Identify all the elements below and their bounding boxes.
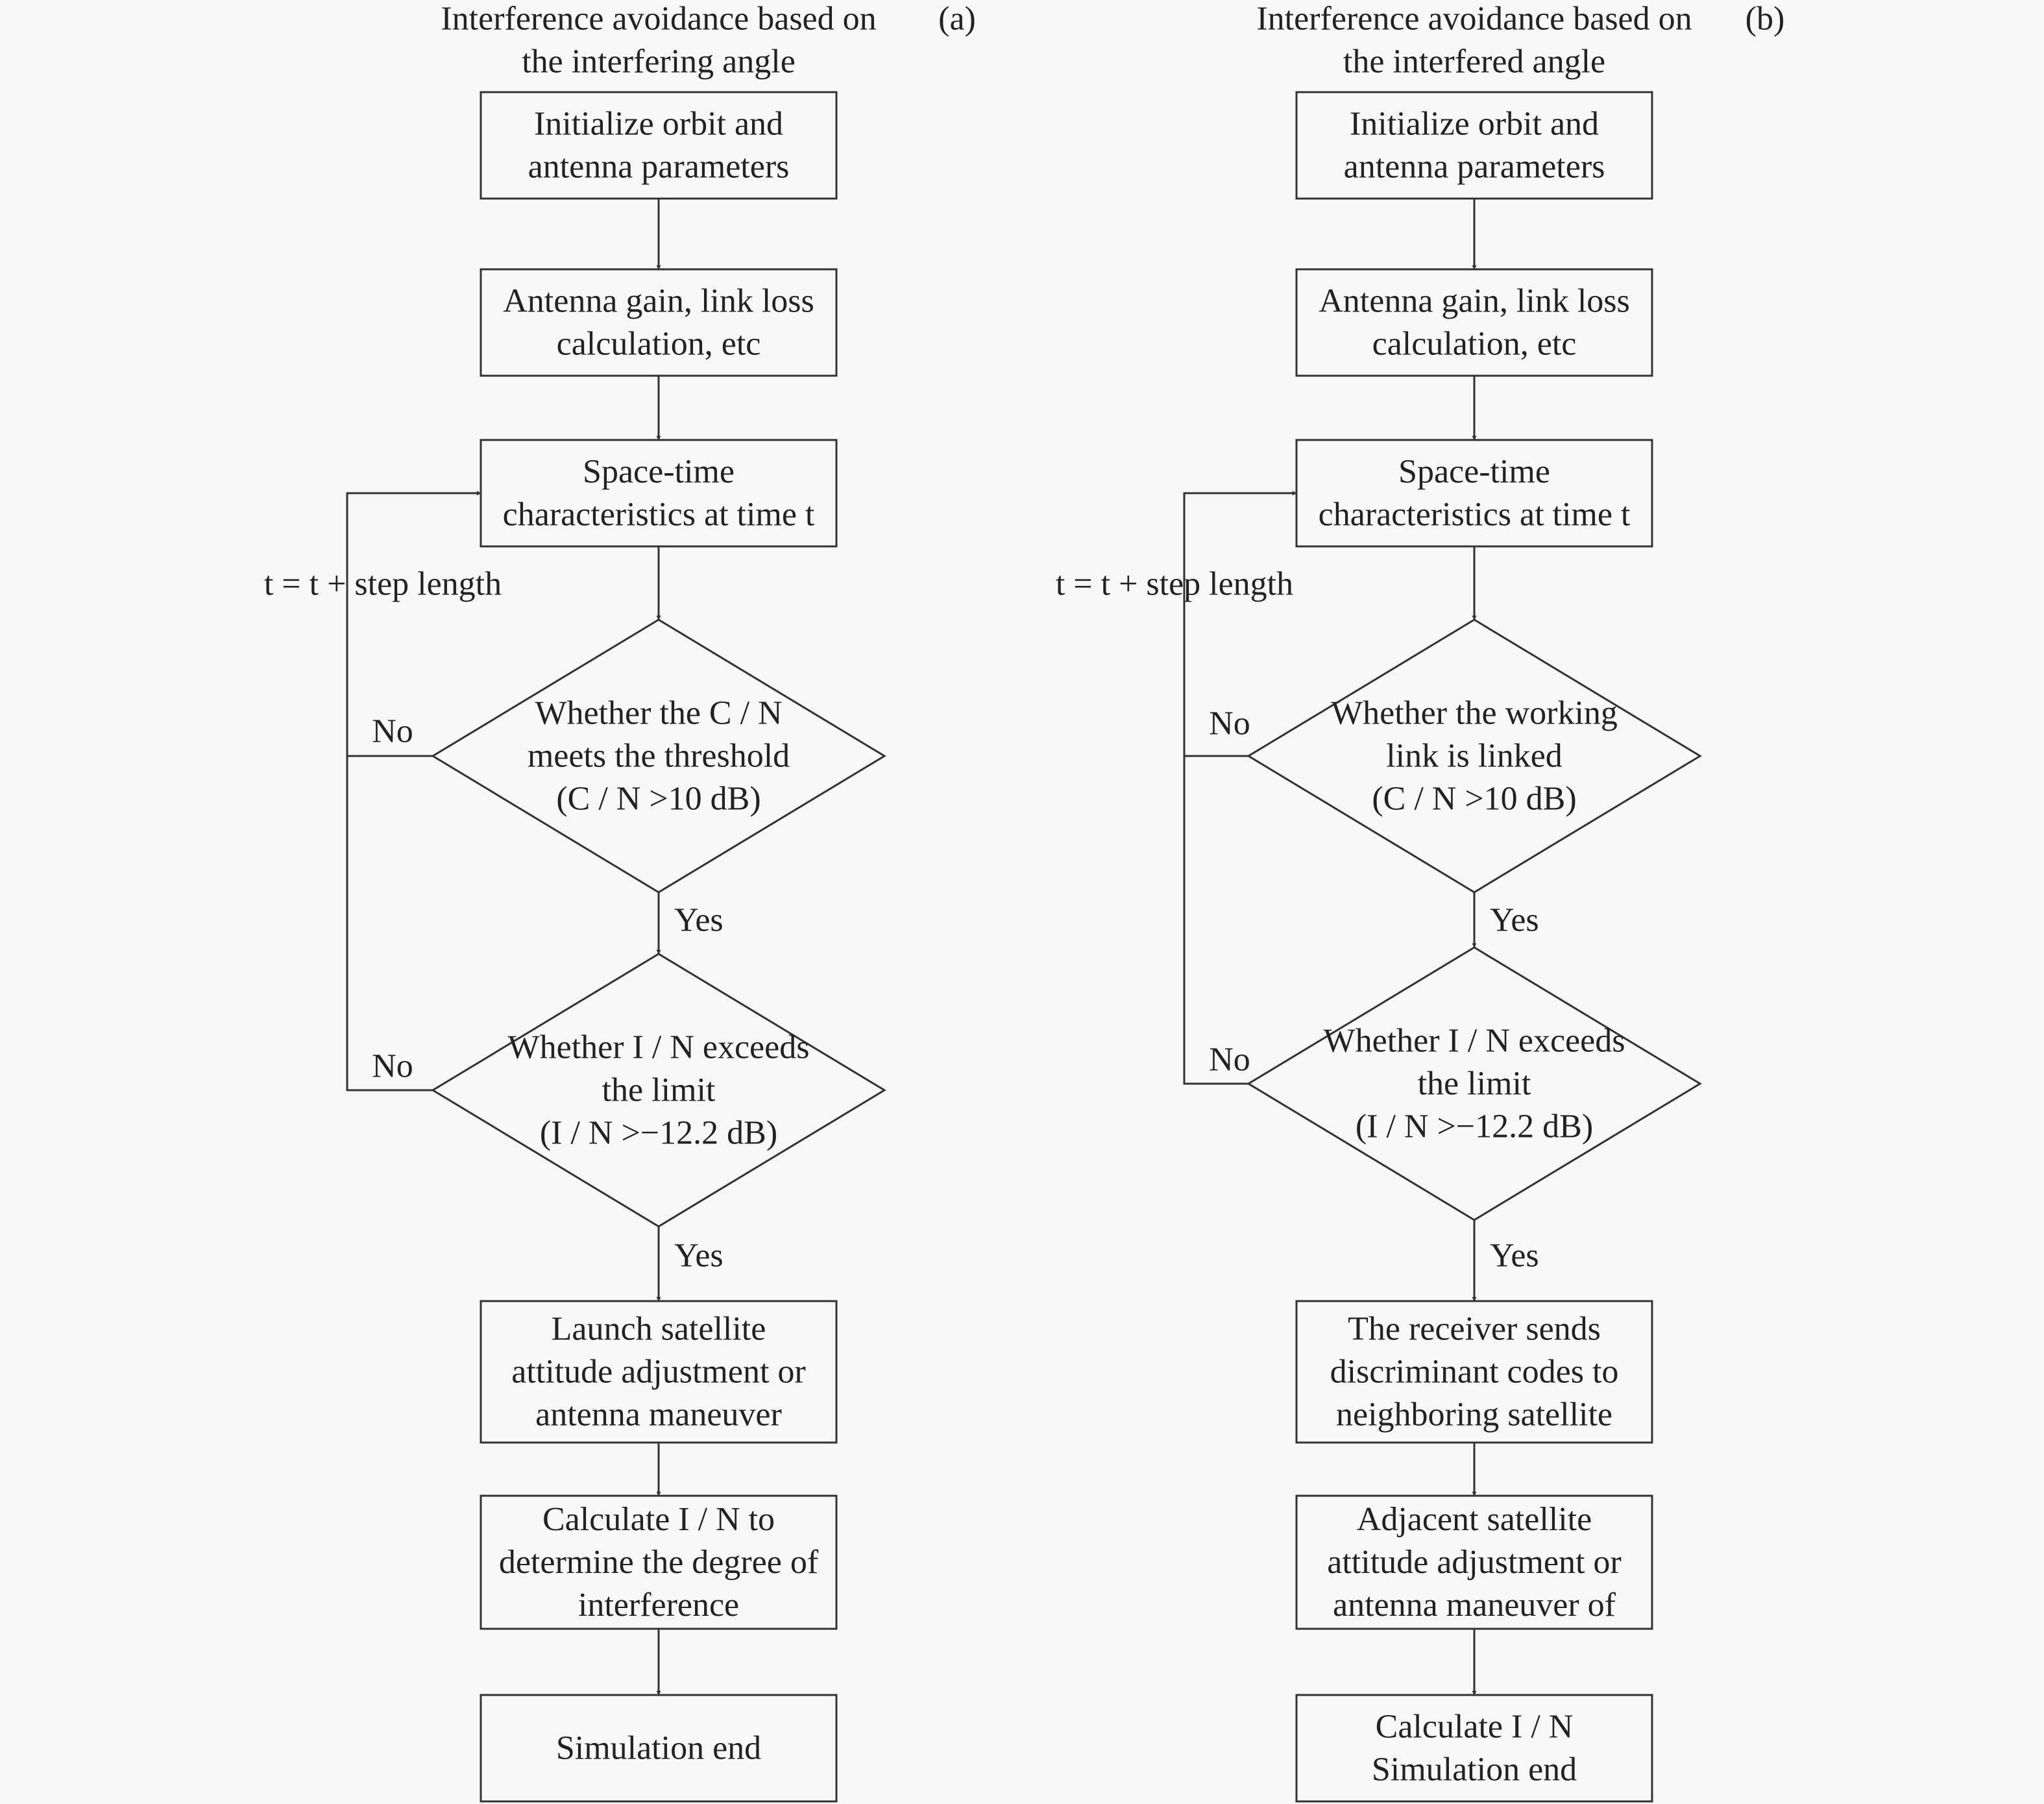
panel-b-calc-box: Antenna gain, link loss calculation, etc: [1295, 268, 1653, 377]
panel-b-calc-box-line: Antenna gain, link loss: [1319, 283, 1630, 320]
panel-a-init-box-line: antenna parameters: [528, 149, 790, 186]
panel-b-end-box-line: Calculate I / N: [1376, 1709, 1574, 1746]
panel-a-init-box: Initialize orbit and antenna parameters: [480, 91, 838, 200]
panel-b-title-line: the interfered angle: [1343, 43, 1605, 80]
panel-b-loop-label: t = t + step length: [1056, 566, 1293, 603]
panel-a-init-box-shape: [480, 91, 838, 200]
panel-a-yes-label-1: Yes: [674, 902, 724, 939]
panel-b-space-time-box: Space-time characteristics at time t: [1295, 439, 1653, 548]
panel-b-title-line: Interference avoidance based on: [1256, 1, 1692, 38]
panel-a-calc-box: Antenna gain, link loss calculation, etc: [480, 268, 838, 377]
panel-b-decision-cn-line: link is linked: [1386, 738, 1563, 775]
panel-a-end-box: Simulation end: [480, 1694, 838, 1803]
panel-b-init-box-line: Initialize orbit and: [1350, 106, 1599, 143]
panel-a-init-box-line: Initialize orbit and: [534, 106, 783, 143]
panel-a-decision-in-line: the limit: [602, 1072, 716, 1109]
panel-b-yes-label-1: Yes: [1490, 902, 1539, 939]
panel-b-no-label-1: No: [1209, 705, 1250, 742]
panel-b-tag: (b): [1746, 1, 1785, 38]
panel-a-space-time-box-line: characteristics at time t: [503, 496, 815, 533]
panel-b-evaluate-box-line: attitude adjustment or: [1327, 1544, 1621, 1581]
panel-b-evaluate-box: Adjacent satellite attitude adjustment or…: [1295, 1494, 1653, 1630]
panel-a-no-label-1: No: [372, 713, 413, 750]
panel-b-action-box-line: The receiver sends: [1348, 1311, 1601, 1348]
panel-b-init-box: Initialize orbit and antenna parameters: [1295, 91, 1653, 200]
panel-b-action-box-line: neighboring satellite: [1336, 1396, 1612, 1433]
panel-b-end-box: Calculate I / N Simulation end: [1295, 1694, 1653, 1803]
panel-a-calc-box-line: Antenna gain, link loss: [503, 283, 814, 320]
panel-b-action-box: The receiver sends discriminant codes to n…: [1295, 1300, 1653, 1444]
panel-b-decision-cn: Whether the working link is linked (C / N …: [1247, 618, 1702, 894]
panel-b-space-time-box-line: characteristics at time t: [1319, 496, 1631, 533]
panel-a-decision-in-line: Whether I / N exceeds: [508, 1029, 810, 1066]
panel-b-evaluate-box-line: Adjacent satellite: [1357, 1501, 1592, 1538]
panel-a-evaluate-box-line: interference: [578, 1587, 739, 1624]
panel-b-action-box-line: discriminant codes to: [1330, 1354, 1619, 1391]
panel-b-decision-in-line: Whether I / N exceeds: [1324, 1023, 1625, 1060]
panel-a-action-box-shape: [480, 1300, 838, 1444]
panel-a-title-line: Interference avoidance based on: [441, 1, 876, 38]
panel-a-decision-in-line: (I / N >−12.2 dB): [540, 1115, 777, 1152]
panel-a-space-time-box-line: Space-time: [583, 454, 735, 491]
panel-a-action-box-line: attitude adjustment or: [511, 1354, 805, 1391]
panel-a-end-box-line: Simulation end: [556, 1730, 761, 1767]
panel-a-no-label-2: No: [372, 1048, 413, 1085]
panel-a-action-box-line: Launch satellite: [552, 1311, 766, 1348]
panel-b-decision-cn-line: (C / N >10 dB): [1372, 781, 1576, 818]
panel-a-decision-cn-line: meets the threshold: [528, 738, 790, 775]
panel-b-decision-in-line: (I / N >−12.2 dB): [1356, 1108, 1593, 1145]
panel-b-action-box-shape: [1295, 1300, 1653, 1444]
panel-a-evaluate-box-line: determine the degree of: [499, 1544, 819, 1581]
panel-a-end-box-shape: [480, 1694, 838, 1803]
panel-b-end-box-line: Simulation end: [1372, 1751, 1577, 1788]
panel-b-space-time-box-shape: [1295, 439, 1653, 548]
panel-a-evaluate-box-shape: [480, 1494, 838, 1630]
panel-b-calc-box-shape: [1295, 268, 1653, 377]
diagram-root: Interference avoidance based on the inter…: [264, 1, 1785, 1803]
panel-a-loop-back-line: [346, 491, 481, 1091]
panel-a-decision-cn-line: Whether the C / N: [535, 695, 782, 732]
panel-a-action-box: Launch satellite attitude adjustment or an…: [480, 1300, 838, 1444]
panel-b-init-box-line: antenna parameters: [1344, 149, 1605, 186]
panel-a-calc-box-line: calculation, etc: [557, 326, 761, 363]
panel-a-title-line: the interfering angle: [522, 43, 796, 80]
panel-b-no-label-2: No: [1209, 1042, 1250, 1079]
panel-a-evaluate-box: Calculate I / N to determine the degree o…: [480, 1494, 838, 1630]
panel-a-evaluate-box-line: Calculate I / N to: [542, 1501, 775, 1538]
panel-b-decision-in: Whether I / N exceeds the limit (I / N >−1…: [1247, 946, 1702, 1221]
panel-b-calc-box-line: calculation, etc: [1372, 326, 1577, 363]
panel-b-evaluate-box-shape: [1295, 1494, 1653, 1630]
panel-a-decision-in: Whether I / N exceeds the limit (I / N >−1…: [431, 953, 886, 1228]
panel-a-yes-label-2: Yes: [674, 1237, 724, 1274]
panel-a-action-box-line: antenna maneuver: [535, 1396, 782, 1433]
panel-b-decision-in-line: the limit: [1418, 1066, 1531, 1103]
panel-b-yes-label-2: Yes: [1490, 1237, 1539, 1274]
panel-b-decision-cn-line: Whether the working: [1331, 695, 1618, 732]
panel-a-tag: (a): [938, 1, 976, 38]
panel-a-space-time-box: Space-time characteristics at time t: [480, 439, 838, 548]
panel-b-init-box-shape: [1295, 91, 1653, 200]
panel-b-evaluate-box-line: antenna maneuver of: [1333, 1587, 1616, 1624]
panel-b-space-time-box-line: Space-time: [1398, 454, 1550, 491]
panel-a-calc-box-shape: [480, 268, 838, 377]
panel-a-loop-label: t = t + step length: [264, 566, 502, 603]
panel-a-decision-cn: Whether the C / N meets the threshold (C /…: [431, 618, 886, 894]
panel-b-loop-back-line: [1183, 491, 1297, 1085]
panel-a-decision-cn-line: (C / N >10 dB): [556, 781, 760, 818]
